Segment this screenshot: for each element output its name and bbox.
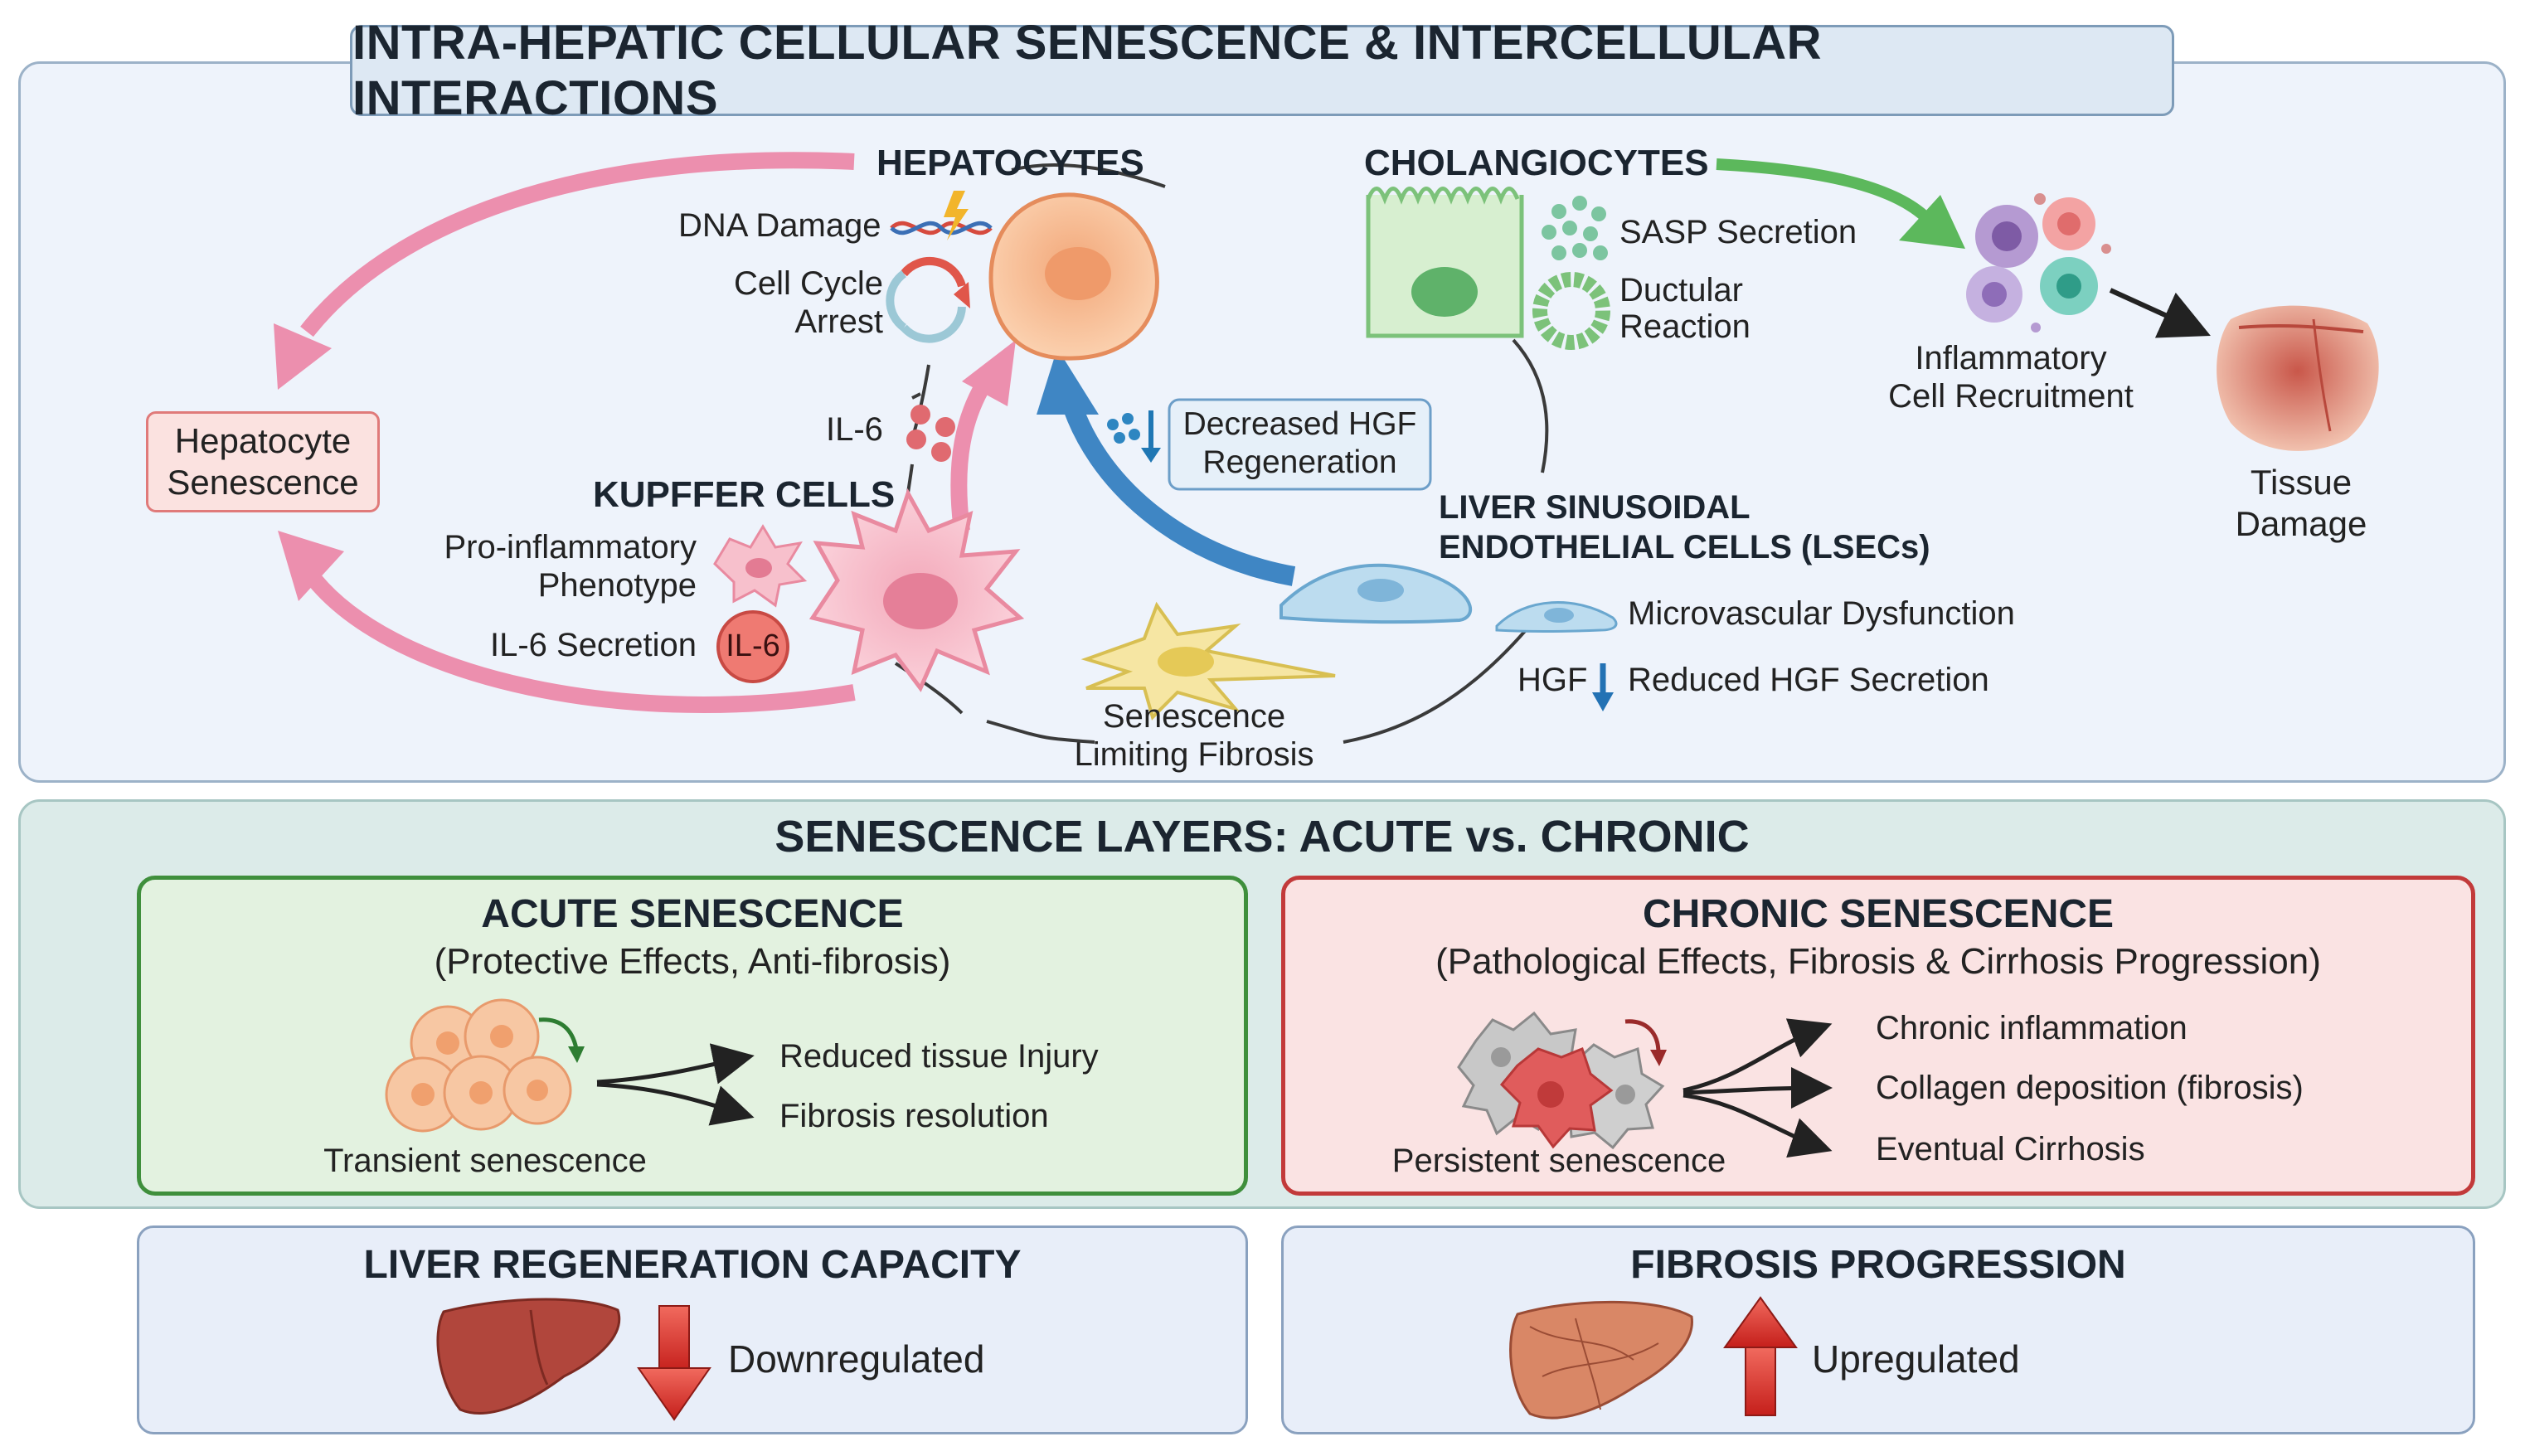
il6-badge-circle: [716, 610, 789, 683]
page-title: INTRA-HEPATIC CELLULAR SENESCENCE & INTE…: [350, 16, 2174, 125]
il6-dots-icon: [906, 405, 955, 462]
decreased-hgf-label-1: Decreased HGF: [1182, 406, 1417, 442]
acute-outcome-1: Reduced tissue Injury: [779, 1038, 1099, 1075]
blue-arrow-lsec-to-hepatocyte: [1037, 348, 1296, 586]
ductular-reaction-label-1: Ductular: [1619, 272, 1743, 308]
hgf-down-arrow-icon: [1592, 663, 1614, 711]
sasp-dots-icon: [1542, 196, 1608, 260]
fibrotic-liver-icon: [1509, 1300, 1693, 1420]
hepatocyte-senescence-label-2: Senescence: [167, 463, 359, 502]
layers-heading: SENESCENCE LAYERS: ACUTE vs. CHRONIC: [774, 812, 1750, 861]
hepatocyte-senescence-box: [146, 411, 380, 512]
pink-arrow-top: [274, 152, 855, 390]
fibrosis-title: FIBROSIS PROGRESSION: [1630, 1243, 2126, 1287]
regeneration-title: LIVER REGENERATION CAPACITY: [363, 1243, 1022, 1287]
healthy-liver-icon: [436, 1298, 621, 1415]
cell-cycle-label-2: Arrest: [794, 303, 883, 340]
tissue-damage-label-2: Damage: [2235, 504, 2367, 543]
il6-badge-label: IL-6: [726, 629, 780, 663]
decreased-hgf-label-2: Regeneration: [1202, 444, 1397, 480]
inflammatory-label-2: Cell Recruitment: [1888, 378, 2134, 415]
pro-inflammatory-label-2: Phenotype: [537, 567, 697, 604]
acute-subtitle: (Protective Effects, Anti-fibrosis): [434, 941, 951, 982]
lsec-heading-1: LIVER SINUSOIDAL: [1439, 489, 1751, 526]
ductular-reaction-icon: [1532, 272, 1610, 350]
chronic-outcome-3: Eventual Cirrhosis: [1876, 1131, 2145, 1167]
transient-senescence-cells-icon: [385, 998, 585, 1133]
hepatocyte-cell-icon: [988, 192, 1159, 361]
persistent-senescence-cells-icon: [1457, 1011, 1667, 1150]
acute-title: ACUTE SENESCENCE: [481, 892, 904, 936]
pro-inflammatory-label-1: Pro-inflammatory: [444, 529, 697, 565]
acute-outcome-2: Fibrosis resolution: [779, 1098, 1049, 1134]
lsec-heading-2: ENDOTHELIAL CELLS (LSECs): [1439, 529, 1930, 565]
down-arrow-icon: [637, 1305, 711, 1421]
sasp-secretion-label: SASP Secretion: [1619, 214, 1857, 250]
decreased-hgf-box: [1168, 398, 1432, 491]
green-arrow-to-inflammatory: [1716, 158, 1965, 249]
decreased-hgf-icon: [1107, 410, 1161, 463]
chronic-subtitle: (Pathological Effects, Fibrosis & Cirrho…: [1435, 941, 2321, 982]
chronic-outcome-1: Chronic inflammation: [1876, 1010, 2188, 1046]
pink-arrow-kupffer-to-hepatocyte: [950, 340, 1016, 532]
chronic-outcome-arrows: [1683, 1018, 1833, 1158]
small-lsec-cell-icon: [1495, 601, 1618, 633]
cholangiocyte-cell-icon: [1366, 187, 1524, 338]
pro-inflammatory-cell-icon: [713, 524, 808, 608]
acute-outcome-arrows: [596, 1043, 755, 1126]
fibrosis-status: Upregulated: [1812, 1337, 2020, 1381]
lsec-cell-icon: [1279, 563, 1473, 624]
stellate-cell-icon: [1080, 601, 1336, 721]
hgf-label: HGF: [1517, 662, 1588, 698]
tissue-damage-label-1: Tissue: [2250, 463, 2353, 502]
ductular-reaction-label-2: Reaction: [1619, 308, 1751, 345]
cell-cycle-arrest-icon: [886, 256, 970, 343]
senescence-limiting-label-2: Limiting Fibrosis: [1074, 736, 1314, 773]
dna-damage-icon: [890, 191, 993, 240]
fibrosis-box: [1281, 1225, 2475, 1434]
il6-label: IL-6: [826, 411, 883, 448]
cholangiocytes-heading: CHOLANGIOCYTES: [1364, 143, 1709, 183]
regeneration-box: [137, 1225, 1248, 1434]
il6-secretion-label: IL-6 Secretion: [489, 627, 697, 663]
kupffer-cell-icon: [808, 488, 1025, 692]
senescence-limiting-label-1: Senescence: [1102, 698, 1286, 735]
hepatocyte-senescence-label-1: Hepatocyte: [174, 421, 352, 460]
tissue-damage-icon: [2217, 305, 2379, 451]
up-arrow-icon: [1723, 1296, 1798, 1416]
chronic-outcome-2: Collagen deposition (fibrosis): [1876, 1070, 2304, 1106]
microvascular-label: Microvascular Dysfunction: [1628, 595, 2015, 632]
arrow-to-tissue-damage: [2109, 288, 2211, 338]
kupffer-heading: KUPFFER CELLS: [593, 474, 896, 515]
reduced-hgf-label: Reduced HGF Secretion: [1628, 662, 1989, 698]
persistent-senescence-label: Persistent senescence: [1391, 1143, 1726, 1179]
acute-senescence-box: [137, 876, 1248, 1196]
cell-cycle-label-1: Cell Cycle: [733, 265, 883, 302]
regeneration-status: Downregulated: [728, 1337, 985, 1381]
inflammatory-cells-icon: [1966, 193, 2111, 332]
hepatocytes-heading: HEPATOCYTES: [876, 143, 1144, 183]
inflammatory-label-1: Inflammatory: [1915, 340, 2107, 376]
dna-damage-label: DNA Damage: [678, 207, 881, 244]
pink-arrow-bottom: [278, 531, 856, 713]
transient-senescence-label: Transient senescence: [323, 1143, 647, 1179]
chronic-title: CHRONIC SENESCENCE: [1642, 892, 2115, 936]
